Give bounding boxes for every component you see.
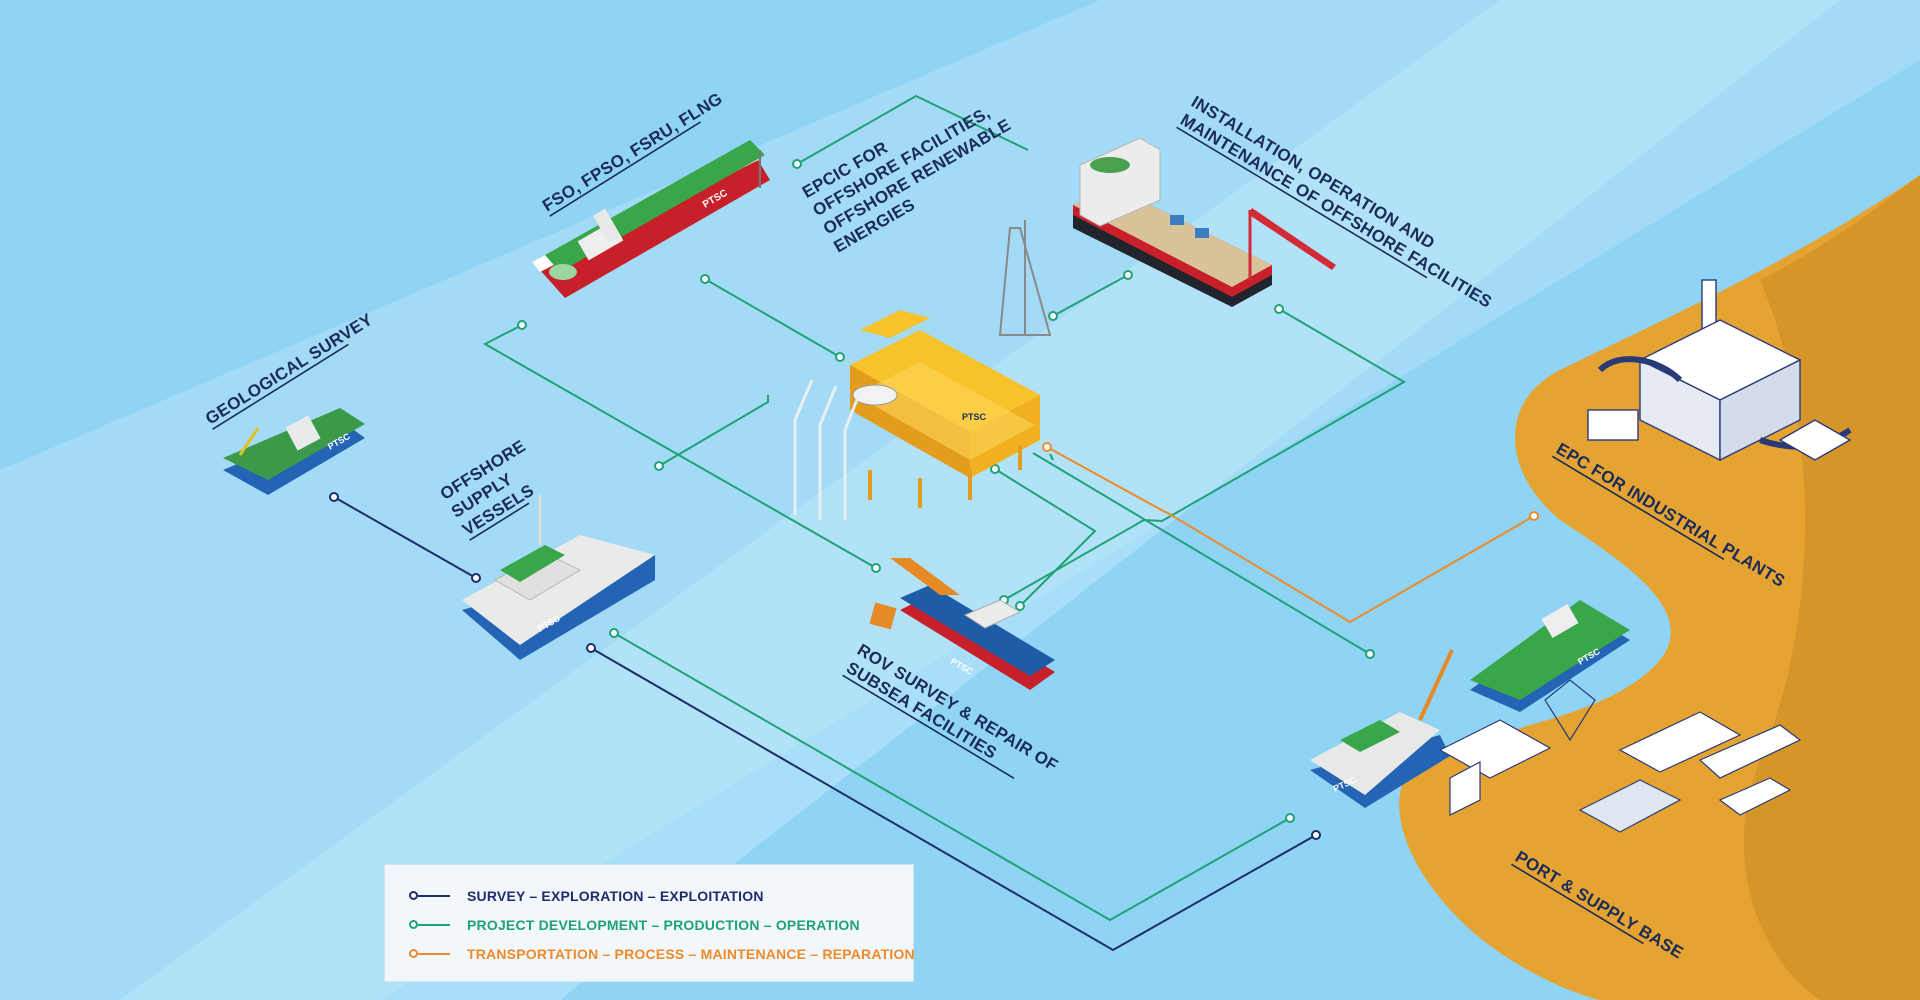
project-lines [482,94,1406,922]
legend-label-project: PROJECT DEVELOPMENT – PRODUCTION – OPERA… [467,917,860,933]
legend-marker-project [409,915,451,935]
platform-brand: PTSC [962,412,987,422]
port-facilities-illustration [1438,679,1802,833]
legend-marker-survey [409,886,451,906]
legend-label-transport: TRANSPORTATION – PROCESS – MAINTENANCE –… [467,946,915,962]
survey-lines [333,496,1317,952]
wind-turbines-illustration [793,379,862,520]
offshore-supply-vessel-illustration: PTSC [462,495,655,660]
geological-survey-vessel-illustration: PTSC [223,408,365,495]
legend: SURVEY – EXPLORATION – EXPLOITATION PROJ… [384,864,915,982]
legend-item-survey: SURVEY – EXPLORATION – EXPLOITATION [409,886,764,906]
fso-vessel-illustration: PTSC [532,140,770,298]
legend-label-survey: SURVEY – EXPLORATION – EXPLOITATION [467,888,764,904]
legend-item-transport: TRANSPORTATION – PROCESS – MAINTENANCE –… [409,944,915,964]
legend-marker-transport [409,944,451,964]
installation-barge-illustration [1073,137,1336,307]
legend-item-project: PROJECT DEVELOPMENT – PRODUCTION – OPERA… [409,915,860,935]
land-shade [1743,175,1920,1000]
offshore-platform-illustration: PTSC [850,220,1052,508]
connector-rings [329,159,1539,840]
transport-lines [1046,446,1535,624]
industrial-plant-illustration [1587,279,1852,462]
port-vessel-illustration: PTSC PTSC [1310,600,1630,808]
rov-vessel-illustration: PTSC [869,558,1055,690]
sea-pale-band [120,0,1840,1000]
